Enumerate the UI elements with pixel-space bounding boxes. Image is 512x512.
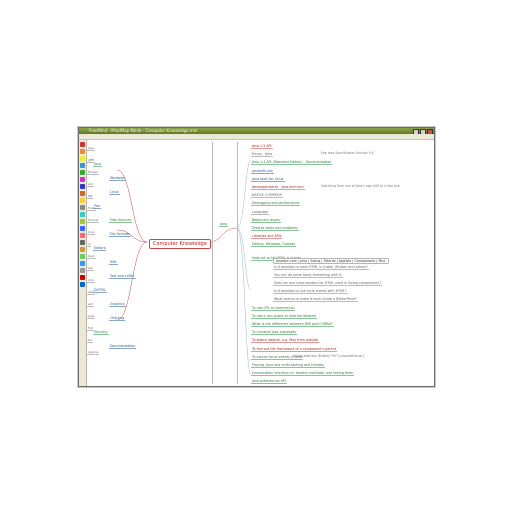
left-branch-node[interactable]: File Formats bbox=[109, 232, 131, 237]
left-leaf-node[interactable]: J2EE bbox=[87, 158, 96, 163]
right-branch-node[interactable]: Errors - Java bbox=[251, 152, 274, 158]
right-branch-node[interactable]: To uninstall Java processes bbox=[251, 330, 298, 336]
left-branch-node[interactable]: Java bbox=[93, 162, 102, 167]
left-branch-node[interactable]: XML bbox=[109, 260, 118, 265]
right-branch-node[interactable]: Java 1.5 API bbox=[251, 144, 273, 149]
left-leaf-node[interactable]: Java bbox=[87, 146, 95, 151]
help-icon[interactable] bbox=[80, 226, 85, 231]
center-branch-node[interactable]: Java bbox=[219, 222, 228, 227]
pencil-icon[interactable] bbox=[80, 240, 85, 245]
right-branch-node[interactable]: NATIVE COMPILER bbox=[251, 193, 283, 199]
smiley-icon[interactable] bbox=[80, 219, 85, 224]
left-branch-node[interactable]: Charting bbox=[109, 316, 126, 321]
right-branch-node[interactable]: To attach objects, e.g. files from outsi… bbox=[251, 338, 319, 344]
left-branch-node[interactable]: Security bbox=[93, 330, 109, 335]
clock-icon[interactable] bbox=[80, 205, 85, 210]
left-branch-node[interactable]: Editors bbox=[93, 246, 107, 251]
right-branch-node[interactable]: Is it possible to use style sheets with … bbox=[273, 289, 348, 295]
left-branch-node[interactable]: Free Sources bbox=[109, 218, 133, 223]
left-leaf-node[interactable]: awk bbox=[87, 290, 95, 295]
key-icon[interactable] bbox=[80, 247, 85, 252]
right-branch-node[interactable]: Diverse tasks and problems bbox=[251, 226, 299, 231]
idea-icon[interactable] bbox=[80, 156, 85, 161]
right-branch-node[interactable]: Is it possible to have HTML in JLabel, J… bbox=[273, 264, 369, 270]
flag-icon[interactable] bbox=[80, 191, 85, 196]
right-branch-node[interactable]: Enumeration interface vs. iterator metho… bbox=[251, 371, 355, 377]
home-icon[interactable] bbox=[80, 254, 85, 259]
right-branch-node[interactable]: How can one have borders for HTML used i… bbox=[273, 281, 383, 286]
priority-2-icon[interactable] bbox=[80, 149, 85, 154]
left-branch-node[interactable]: Linux bbox=[109, 190, 120, 195]
attach-icon[interactable] bbox=[80, 268, 85, 273]
right-branch-node[interactable]: What is the difference between RMI and C… bbox=[251, 322, 334, 327]
left-leaf-node[interactable]: sed bbox=[87, 302, 94, 307]
left-leaf-node[interactable]: ksh bbox=[87, 266, 94, 271]
right-branch-node[interactable]: What seems to make it work inside a JEdi… bbox=[273, 297, 358, 303]
left-leaf-node[interactable]: cron bbox=[87, 278, 96, 283]
bell-icon[interactable] bbox=[80, 212, 85, 217]
right-branch-node[interactable]: To control focus events in Java bbox=[251, 354, 304, 360]
divider-line bbox=[212, 142, 213, 384]
right-branch-node[interactable]: Beginners issues bbox=[251, 217, 281, 223]
icon-toolbar bbox=[79, 140, 87, 386]
left-leaf-node[interactable]: Tools bbox=[87, 206, 96, 211]
ok-icon[interactable] bbox=[80, 184, 85, 189]
right-branch-node[interactable]: javasoft.com bbox=[251, 168, 275, 174]
right-branch-node[interactable]: Debugging and performance bbox=[251, 201, 301, 207]
left-leaf-node[interactable]: find bbox=[87, 326, 95, 331]
cross-icon[interactable] bbox=[80, 275, 85, 280]
node-note: See Java Specification Section 9.4 bbox=[321, 151, 374, 156]
left-leaf-node[interactable]: bash bbox=[87, 254, 96, 259]
question-icon[interactable] bbox=[80, 163, 85, 168]
node-note: Switching from one of Java's own JVM to … bbox=[321, 184, 400, 188]
left-leaf-node[interactable]: Tomcat bbox=[87, 218, 100, 223]
freemind-window: FreeMind - MindMap Mode - Computer Knowl… bbox=[78, 127, 435, 387]
left-branch-node[interactable]: DHTML bbox=[93, 288, 107, 293]
window-title: FreeMind - MindMap Mode - Computer Knowl… bbox=[89, 128, 198, 133]
left-branch-node[interactable]: Perl bbox=[93, 204, 102, 209]
left-branch-node[interactable]: Windows bbox=[109, 176, 126, 181]
left-branch-node[interactable]: Documentation bbox=[109, 344, 137, 349]
star-icon[interactable] bbox=[80, 198, 85, 203]
left-leaf-node[interactable]: Eclipse bbox=[87, 170, 99, 175]
mail-icon[interactable] bbox=[80, 261, 85, 266]
right-branch-node[interactable]: Java preferences API bbox=[251, 379, 287, 385]
right-branch-node[interactable]: Editing, Windows, Outlook bbox=[251, 242, 297, 248]
divider-line bbox=[237, 142, 238, 384]
left-leaf-node[interactable]: Ant bbox=[87, 182, 94, 187]
back-icon[interactable] bbox=[80, 282, 85, 287]
root-node[interactable]: Computer Knowledge bbox=[149, 239, 211, 249]
right-branch-node[interactable]: Libraries and APIs bbox=[251, 234, 283, 240]
priority-1-icon[interactable] bbox=[80, 142, 85, 147]
left-leaf-node[interactable]: vi bbox=[87, 242, 92, 247]
right-branch-node[interactable]: You can do some basic formatting with it… bbox=[273, 272, 344, 278]
right-branch-node[interactable]: Playing, Java and multi-tasking and thre… bbox=[251, 363, 325, 368]
left-leaf-node[interactable]: Unix bbox=[87, 230, 96, 235]
right-branch-node[interactable]: To use GPL or commercial bbox=[251, 305, 296, 311]
warning-icon[interactable] bbox=[80, 170, 85, 175]
right-branch-node[interactable]: Java 1.4 API (Standard Edition) - Docume… bbox=[251, 160, 333, 166]
right-branch-node[interactable]: To use a non public or internal librarie… bbox=[251, 313, 318, 319]
right-branch-node[interactable]: Language bbox=[251, 209, 270, 215]
left-branch-node[interactable]: Graphics bbox=[109, 302, 126, 307]
left-leaf-node[interactable]: grep bbox=[87, 314, 96, 319]
html-links-row[interactable]: Javadoc.com | Java | Swing | Tutorial | … bbox=[273, 258, 389, 264]
left-leaf-node[interactable]: tar bbox=[87, 338, 93, 343]
right-branch-node[interactable]: developerworks - java.ibm.com bbox=[251, 185, 305, 190]
focus-note: dialog.add(new JButton("Ok")).requestFoc… bbox=[293, 354, 365, 358]
right-branch-node[interactable]: To find out the framework of a component… bbox=[251, 346, 337, 352]
left-leaf-node[interactable]: JSP bbox=[87, 194, 94, 199]
info-icon[interactable] bbox=[80, 233, 85, 238]
left-branch-node[interactable]: Text and LaTeX bbox=[109, 274, 136, 279]
left-leaf-node[interactable]: Apache bbox=[87, 350, 100, 355]
right-branch-node[interactable]: Java tools for Linux bbox=[251, 176, 285, 182]
connector-lines bbox=[116, 159, 252, 376]
stop-icon[interactable] bbox=[80, 177, 85, 182]
